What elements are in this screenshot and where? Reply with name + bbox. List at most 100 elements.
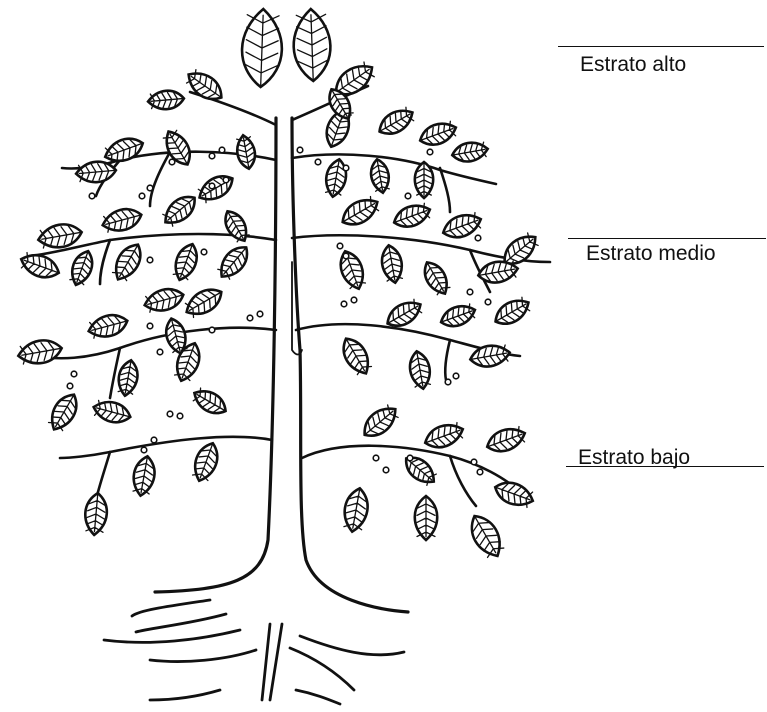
fruit <box>209 183 215 189</box>
fruit <box>139 193 145 199</box>
leaf <box>438 301 478 331</box>
leaf <box>86 311 130 341</box>
fruit <box>257 311 263 317</box>
leaf <box>241 8 283 87</box>
leaf <box>391 200 433 231</box>
leaf <box>84 492 109 536</box>
leaf <box>422 420 467 453</box>
leaf <box>170 241 201 283</box>
fruit <box>453 373 459 379</box>
fruit <box>147 323 153 329</box>
leaf <box>235 134 258 170</box>
fruit <box>209 327 215 333</box>
leaf <box>292 8 331 81</box>
leaf <box>338 193 383 231</box>
leaf <box>375 104 418 140</box>
leaf <box>182 283 227 321</box>
leaf <box>190 440 223 485</box>
leaf <box>415 496 437 540</box>
fruit <box>343 165 349 171</box>
branch <box>440 168 450 212</box>
branch <box>60 437 272 458</box>
leaf <box>400 451 439 488</box>
root-line <box>136 614 226 632</box>
branch <box>150 152 170 206</box>
fruit <box>71 371 77 377</box>
leaf <box>337 334 375 379</box>
leaf <box>102 134 147 167</box>
leaf <box>341 486 371 533</box>
stratum-label-alto: Estrato alto <box>580 54 686 75</box>
fruit <box>343 253 349 259</box>
stratum-line-alto <box>558 46 764 47</box>
leaf <box>18 250 63 283</box>
leaf <box>336 248 369 293</box>
fruit <box>147 257 153 263</box>
fruit <box>297 147 303 153</box>
leaf <box>220 207 252 245</box>
root-line <box>150 650 256 662</box>
fruit <box>337 243 343 249</box>
fruit <box>89 193 95 199</box>
stratum-line-bajo <box>566 466 764 467</box>
leaf <box>190 385 230 419</box>
leaf <box>109 240 147 285</box>
fruit <box>475 235 481 241</box>
root-line <box>262 624 270 700</box>
fruit <box>223 177 229 183</box>
branch <box>22 328 276 359</box>
leaf <box>116 359 140 398</box>
fruit <box>169 159 175 165</box>
leaf <box>484 424 529 457</box>
fruit <box>467 289 473 295</box>
fruit <box>151 437 157 443</box>
fruit <box>201 249 207 255</box>
leaf <box>407 350 433 391</box>
leaf <box>214 241 253 283</box>
branch <box>445 340 450 380</box>
leaf <box>45 390 83 435</box>
fruit <box>427 149 433 155</box>
fruit <box>147 185 153 191</box>
stratum-label-medio: Estrato medio <box>586 243 716 264</box>
leaf <box>464 510 507 562</box>
roots <box>104 600 404 704</box>
stratum-label-bajo: Estrato bajo <box>578 447 690 468</box>
fruit <box>315 159 321 165</box>
fruit <box>477 469 483 475</box>
fruit <box>373 455 379 461</box>
leaf <box>183 66 227 106</box>
fruit <box>405 193 411 199</box>
fruit <box>383 467 389 473</box>
leaf <box>323 158 349 199</box>
fruit <box>177 413 183 419</box>
leaf <box>358 401 402 442</box>
leaves <box>16 8 541 561</box>
root-line <box>104 630 240 642</box>
leaf <box>415 162 433 198</box>
leaf <box>451 140 490 164</box>
leaf <box>492 478 537 511</box>
leaf <box>159 190 201 229</box>
leaf <box>195 170 238 206</box>
leaf <box>130 455 157 498</box>
root-line <box>290 648 354 690</box>
leaf <box>417 118 459 149</box>
root-line <box>150 690 220 700</box>
root-line <box>300 636 404 655</box>
leaf <box>477 258 520 285</box>
leaf <box>369 158 392 194</box>
leaf <box>147 89 184 110</box>
leaf <box>491 294 534 330</box>
leaf <box>67 248 97 288</box>
root-line <box>132 600 210 616</box>
leaf <box>142 285 186 315</box>
branch <box>100 240 110 284</box>
fruit <box>209 153 215 159</box>
leaf <box>379 244 405 285</box>
stratum-line-medio <box>568 238 766 239</box>
fruit <box>407 455 413 461</box>
leaf <box>91 398 133 427</box>
